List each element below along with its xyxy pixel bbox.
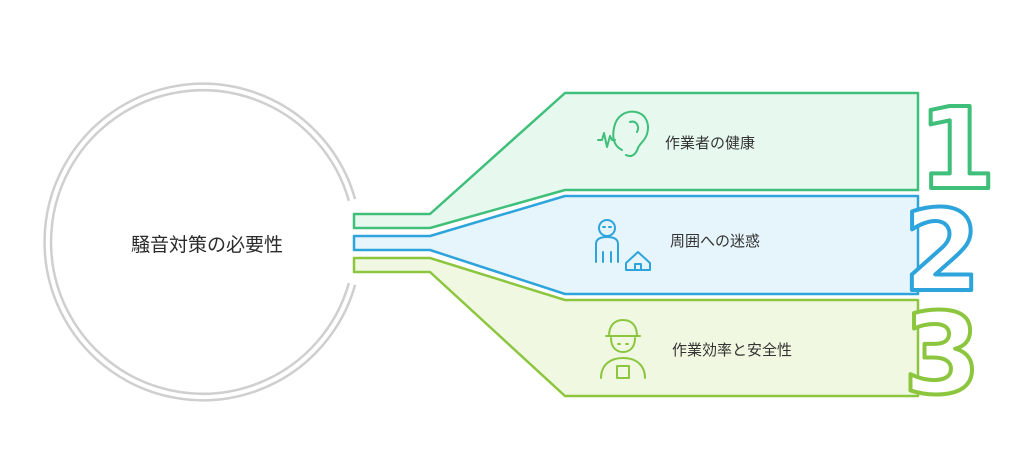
branch-3: 3 作業効率と安全性 (352, 256, 983, 422)
branch-1-label: 作業者の健康 (665, 134, 755, 152)
branch-2-number: 2 (903, 187, 981, 317)
branch-1-shape (352, 91, 920, 230)
branch-3-label: 作業効率と安全性 (672, 341, 792, 359)
hub-label: 騒音対策の必要性 (131, 234, 283, 256)
branch-1: 1 作業者の健康 (352, 83, 998, 230)
ear-sound-icon (597, 110, 649, 158)
branch-3-number: 3 (903, 290, 981, 420)
branch-2-label: 周囲への迷惑 (670, 232, 760, 250)
hub-ring-inner (45, 85, 354, 399)
branch-2: 2 周囲への迷惑 (352, 185, 983, 319)
branch-2-shape (352, 194, 920, 296)
worker-icon (600, 319, 646, 379)
branch-1-number: 1 (918, 85, 996, 215)
hub: 騒音対策の必要性 (43, 82, 357, 402)
person-house-icon (595, 219, 651, 271)
